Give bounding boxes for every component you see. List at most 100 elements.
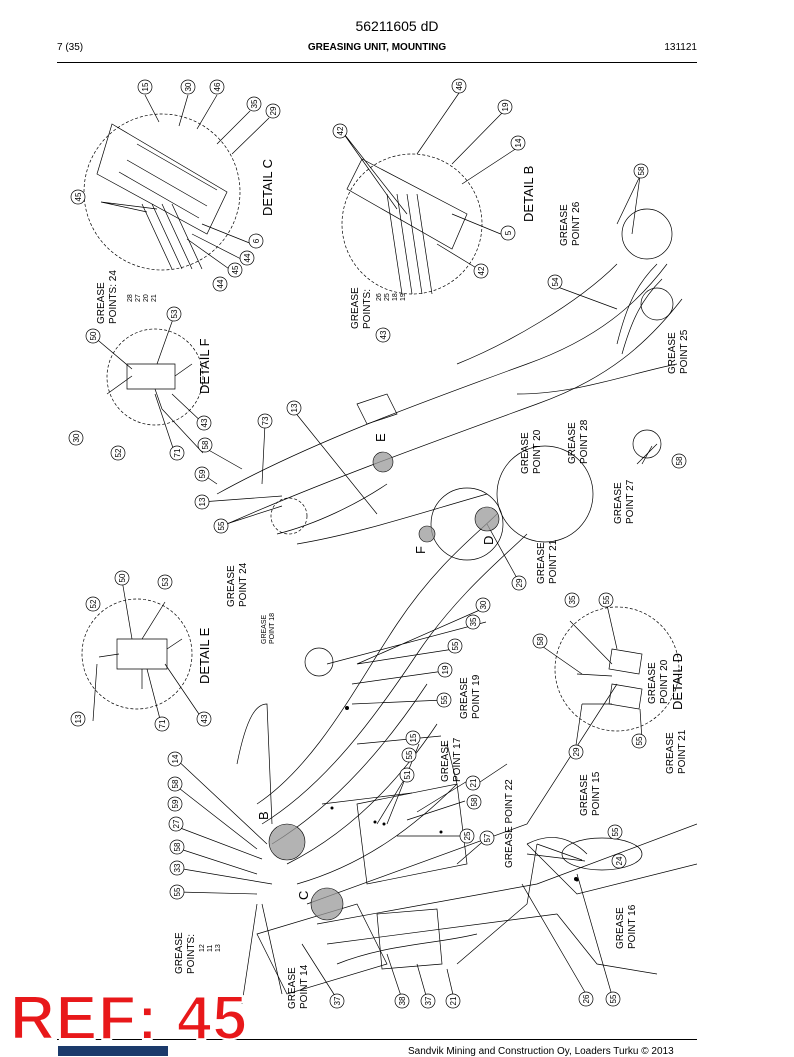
callout-bubble: 29	[568, 744, 584, 760]
callout-number: 53	[161, 577, 170, 586]
callout-bubble: 5	[500, 225, 516, 241]
callout-number: 42	[336, 126, 345, 135]
callout-bubble: 26	[578, 991, 594, 1007]
grease-word: GREASE	[350, 287, 361, 329]
callout-number: 58	[637, 166, 646, 175]
brand-logo	[58, 1046, 168, 1056]
callout-number: 30	[184, 82, 193, 91]
callout-bubble: 58	[169, 839, 185, 855]
detail-d-label: DETAIL D	[670, 653, 685, 710]
callout-number: 73	[261, 416, 270, 425]
callout-number: 58	[470, 797, 479, 806]
callout-number: 15	[409, 733, 418, 742]
callout-number: 13	[198, 497, 207, 506]
detail-marker-f	[418, 525, 436, 543]
callout-bubble: 51	[399, 767, 415, 783]
callout-bubble: 42	[473, 263, 489, 279]
callout-bubble: 29	[511, 575, 527, 591]
callout-bubble: 46	[209, 79, 225, 95]
callout-number: 44	[243, 253, 252, 262]
callout-bubble: 33	[169, 860, 185, 876]
callout-bubble: 45	[227, 262, 243, 278]
callout-number: 50	[118, 573, 127, 582]
callout-number: 55	[611, 827, 620, 836]
detail-c-circle	[83, 113, 241, 271]
grease-word: GREASE	[440, 740, 451, 782]
grease-word: GREASE	[567, 422, 578, 464]
callout-number: 55	[451, 641, 460, 650]
callout-bubble: 13	[70, 711, 86, 727]
grease-point-18: POINT 18	[269, 613, 276, 644]
callout-number: 54	[551, 277, 560, 286]
letter-e: E	[373, 433, 388, 442]
grease-point-28: POINT 28	[579, 419, 590, 464]
callout-number: 38	[398, 996, 407, 1005]
callout-bubble: 30	[180, 79, 196, 95]
callout-number: 14	[514, 138, 523, 147]
callout-number: 26	[582, 994, 591, 1003]
callout-number: 52	[89, 599, 98, 608]
callout-number: 51	[403, 770, 412, 779]
grease-point-20: POINT 20	[532, 429, 543, 474]
callout-number: 14	[171, 754, 180, 763]
callout-number: 25	[463, 831, 472, 840]
callout-bubble: 19	[437, 662, 453, 678]
section-title: GREASING UNIT, MOUNTING	[307, 42, 447, 53]
callout-number: 46	[455, 81, 464, 90]
callout-number: 37	[333, 996, 342, 1005]
detail-e-circle	[81, 598, 193, 710]
grease-word: GREASE	[226, 565, 237, 607]
callout-bubble: 55	[607, 824, 623, 840]
callout-bubble: 55	[169, 884, 185, 900]
callout-number: 33	[173, 863, 182, 872]
footer-copyright: Sandvik Mining and Construction Oy, Load…	[408, 1046, 674, 1057]
callout-bubble: 44	[239, 250, 255, 266]
callout-number: 71	[173, 448, 182, 457]
callout-bubble: 55	[213, 518, 229, 534]
callout-number: 19	[441, 665, 450, 674]
callout-bubble: 15	[405, 730, 421, 746]
detail-b-circle	[341, 153, 483, 295]
callout-number: 58	[536, 636, 545, 645]
grease-point-26: POINT 26	[571, 201, 582, 246]
callout-bubble: 14	[510, 135, 526, 151]
callout-bubble: 43	[375, 327, 391, 343]
callout-bubble: 59	[167, 796, 183, 812]
callout-number: 55	[217, 521, 226, 530]
points-main-item: 13	[215, 944, 222, 952]
grease-word: GREASE	[96, 282, 107, 324]
callout-number: 58	[173, 842, 182, 851]
detail-f-label: DETAIL F	[197, 338, 212, 394]
letter-c: C	[296, 891, 311, 900]
grease-word: GREASE	[667, 332, 678, 374]
grease-word: GREASE	[559, 204, 570, 246]
callout-bubble: 19	[497, 99, 513, 115]
detail-c-label: DETAIL C	[260, 159, 275, 216]
letter-f: F	[413, 546, 428, 554]
callout-bubble: 27	[168, 816, 184, 832]
grease-point-16: POINT 16	[627, 904, 638, 949]
grease-word: GREASE	[647, 662, 658, 704]
document-number: 56211605 dD	[355, 18, 439, 34]
callout-number: 35	[250, 99, 259, 108]
callout-bubble: 53	[166, 306, 182, 322]
points-c-item: 20	[143, 294, 150, 302]
grease-point-19: POINT 19	[471, 674, 482, 719]
callout-number: 43	[379, 330, 388, 339]
callout-bubble: 52	[110, 445, 126, 461]
points-c-item: 21	[151, 294, 158, 302]
callout-bubble: 38	[394, 993, 410, 1009]
callout-bubble: 35	[564, 592, 580, 608]
callout-bubble: 24	[611, 853, 627, 869]
points-b-item: 25	[384, 293, 391, 301]
callout-bubble: 13	[194, 494, 210, 510]
callout-number: 59	[198, 469, 207, 478]
callout-bubble: 43	[196, 711, 212, 727]
callout-number: 24	[615, 856, 624, 865]
callout-bubble: 55	[631, 733, 647, 749]
callout-number: 59	[171, 799, 180, 808]
callout-number: 55	[602, 595, 611, 604]
callout-bubble: 21	[445, 993, 461, 1009]
callout-number: 29	[572, 747, 581, 756]
callout-bubble: 55	[436, 692, 452, 708]
